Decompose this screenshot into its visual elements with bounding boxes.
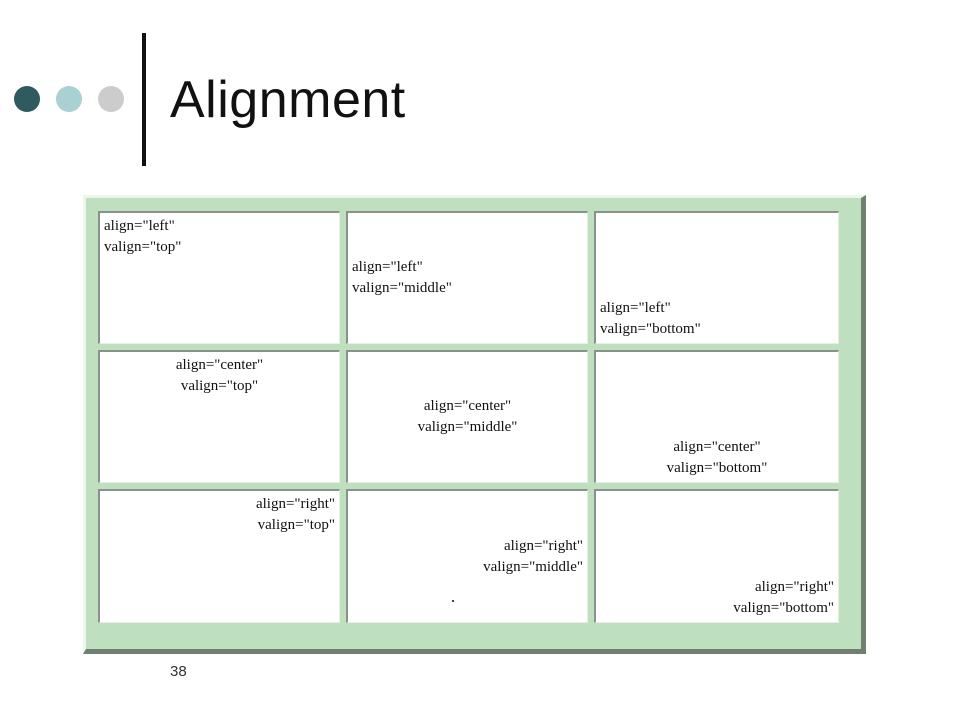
bullet-dot-light-icon <box>56 86 82 112</box>
title-bullet-dots <box>14 86 124 114</box>
cell-align-text: align="center" <box>673 439 761 455</box>
table-cell-center-middle: align="center" valign="middle" <box>346 350 588 483</box>
cell-valign-text: valign="bottom" <box>733 600 834 616</box>
alignment-table-figure: align="left" valign="top" align="left" v… <box>83 195 866 654</box>
cell-valign-text: valign="middle" <box>483 558 583 575</box>
alignment-table: align="left" valign="top" align="left" v… <box>98 211 847 635</box>
bullet-dot-dark-icon <box>14 86 40 112</box>
cell-valign-text: valign="top" <box>180 378 259 394</box>
title-divider <box>142 33 146 166</box>
cell-align-text: align="right" <box>255 496 335 512</box>
table-cell-right-bottom: align="right" valign="bottom" <box>594 489 839 623</box>
cell-valign-text: valign="middle" <box>352 280 452 296</box>
cell-align-text: align="center" <box>175 357 264 373</box>
stray-mark <box>452 600 454 602</box>
cell-valign-text: valign="top" <box>257 517 335 533</box>
cell-valign-text: valign="top" <box>104 239 182 255</box>
table-cell-left-middle: align="left" valign="middle" <box>346 211 588 344</box>
table-cell-center-top: align="center" valign="top" <box>98 350 340 483</box>
cell-align-text: align="right" <box>754 579 834 595</box>
slide-title: Alignment <box>170 71 406 129</box>
cell-align-text: align="left" <box>600 300 671 316</box>
cell-align-text: align="center" <box>423 398 512 414</box>
cell-valign-text: valign="bottom" <box>600 321 701 337</box>
table-cell-left-bottom: align="left" valign="bottom" <box>594 211 839 344</box>
table-cell-right-middle: align="right" valign="middle" <box>346 489 588 623</box>
table-cell-right-top: align="right" valign="top" <box>98 489 340 623</box>
cell-align-text: align="left" <box>104 218 175 234</box>
cell-valign-text: valign="middle" <box>417 419 518 435</box>
table-cell-left-top: align="left" valign="top" <box>98 211 340 344</box>
bullet-dot-grey-icon <box>98 86 124 112</box>
cell-valign-text: valign="bottom" <box>666 460 768 476</box>
page-number: 38 <box>170 663 187 680</box>
cell-align-text: align="right" <box>503 537 583 554</box>
cell-align-text: align="left" <box>352 259 423 275</box>
table-cell-center-bottom: align="center" valign="bottom" <box>594 350 839 483</box>
